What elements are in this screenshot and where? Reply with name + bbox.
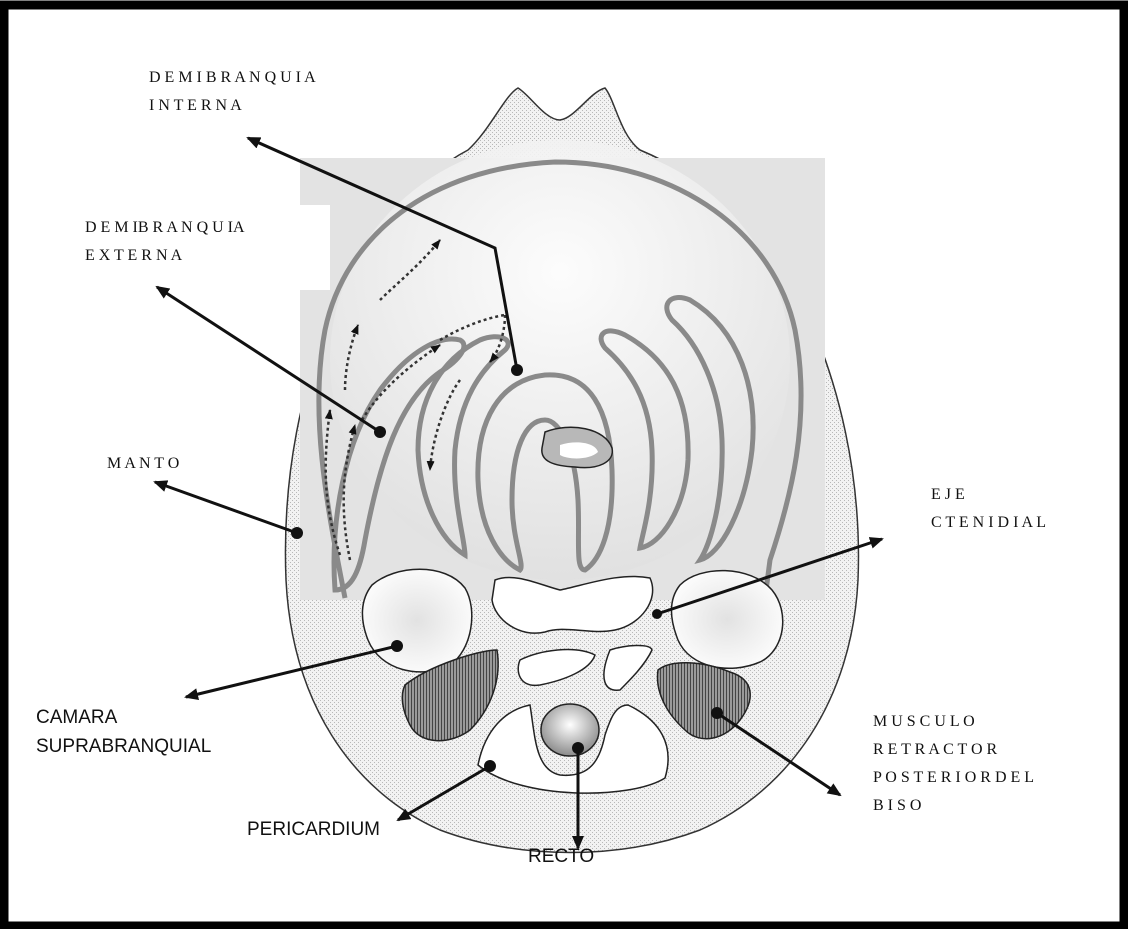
label-musculo-line2: R E T R A C T O R <box>873 741 998 758</box>
label-demibranquia-interna-line1: D E M I B R A N Q U I A <box>149 69 316 86</box>
label-camara-line1: CAMARA <box>36 707 118 728</box>
suprabranchial-chamber-right <box>672 571 783 669</box>
label-musculo-line3: P O S T E R I O R D E L <box>873 769 1034 786</box>
label-camara-line2: SUPRABRANQUIAL <box>36 736 211 757</box>
label-manto: M A N T O <box>107 455 179 472</box>
label-demibranquia-interna-line2: I N T E R N A <box>149 97 242 114</box>
label-whiteout <box>290 205 330 290</box>
label-demibranquia-externa-line1: D E M IB R A N Q U IA <box>85 219 245 236</box>
label-pericardium: PERICARDIUM <box>247 819 380 840</box>
label-eje-ctenidial-line1: E J E <box>931 486 965 503</box>
rectum <box>541 704 599 756</box>
label-demibranquia-externa-line2: E X T E R N A <box>85 247 183 264</box>
label-recto: RECTO <box>528 846 594 867</box>
label-musculo-line4: B I S O <box>873 797 921 814</box>
suprabranchial-chamber-left <box>362 569 471 672</box>
label-eje-ctenidial-line2: C T E N I D I A L <box>931 514 1046 531</box>
label-musculo-line1: M U S C U L O <box>873 713 975 730</box>
